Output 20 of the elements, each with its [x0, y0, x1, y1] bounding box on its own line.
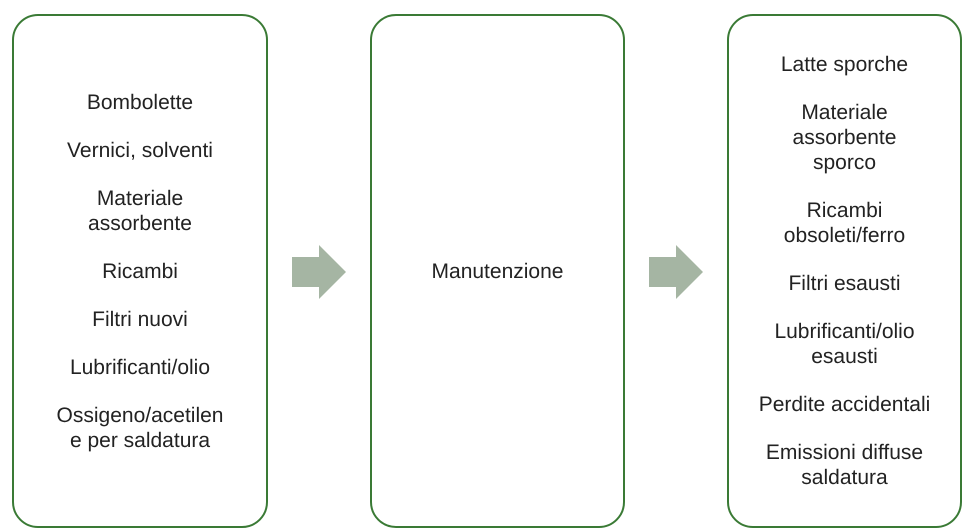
list-item: Ricambi — [101, 258, 179, 284]
list-item: Perdite accidentali — [758, 392, 930, 417]
list-item: Filtri nuovi — [91, 306, 189, 332]
process-box — [12, 14, 268, 528]
list-item: Lubrificanti/olio esausti — [773, 319, 916, 369]
process-box — [727, 14, 962, 528]
list-item: Lubrificanti/olio — [68, 354, 212, 380]
box-label: Manutenzione — [430, 258, 564, 284]
process-box — [370, 14, 625, 528]
list-item: Ossigeno/acetilen e per saldatura — [56, 402, 224, 452]
list-item: Vernici, solventi — [66, 138, 214, 162]
list-item: Materiale assorbente — [87, 186, 193, 236]
list-item: Materiale assorbente sporco — [792, 100, 898, 175]
block-arrow — [649, 245, 703, 299]
list-item: Filtri esausti — [787, 271, 902, 296]
list-item: Bombolette — [86, 90, 194, 114]
block-arrow — [292, 245, 346, 299]
list-item: Ricambi obsoleti/ferro — [782, 198, 906, 248]
list-item: Latte sporche — [780, 52, 910, 77]
list-item: Emissioni diffuse saldatura — [764, 440, 924, 490]
